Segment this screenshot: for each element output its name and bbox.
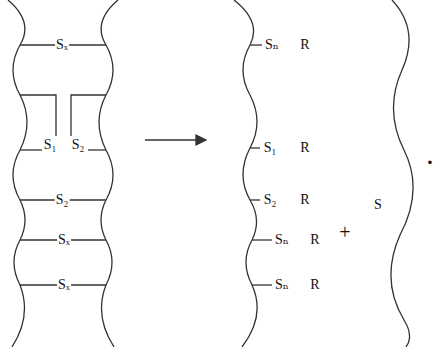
pendant-bond bbox=[250, 147, 260, 148]
chem-label: Sₓ bbox=[57, 233, 71, 247]
crosslink bbox=[88, 149, 106, 150]
crosslink bbox=[20, 149, 42, 150]
chem-label: S₂ bbox=[55, 193, 70, 207]
polymer-chain bbox=[234, 0, 257, 347]
pendant-bond bbox=[250, 44, 262, 45]
chem-label: S bbox=[373, 198, 383, 212]
chem-label: Sₙ bbox=[274, 278, 290, 292]
chem-label: Sₙ bbox=[274, 233, 290, 247]
polymer-chain bbox=[8, 0, 27, 347]
pendant-bond bbox=[252, 284, 272, 285]
chem-label: S₂ bbox=[263, 193, 278, 207]
chem-label: S₁ bbox=[43, 138, 58, 152]
crosslink bbox=[20, 95, 56, 136]
chem-label: R bbox=[309, 278, 320, 292]
chem-label: Sₓ bbox=[55, 38, 69, 52]
arrow-head bbox=[196, 135, 206, 145]
chem-label: R bbox=[299, 141, 310, 155]
crosslink bbox=[71, 95, 106, 136]
polymer-chain bbox=[391, 0, 413, 347]
chem-label: · bbox=[425, 151, 434, 173]
chem-label: S₂ bbox=[71, 138, 86, 152]
chem-label: Sₓ bbox=[57, 278, 71, 292]
chem-label: R bbox=[299, 193, 310, 207]
pendant-bond bbox=[252, 239, 272, 240]
reaction-arrow bbox=[145, 139, 203, 140]
chem-label: S₁ bbox=[263, 141, 278, 155]
polymer-chain bbox=[99, 0, 118, 347]
chem-label: R bbox=[299, 38, 310, 52]
pendant-bond bbox=[250, 199, 260, 200]
chem-label: R bbox=[309, 233, 320, 247]
chem-label: + bbox=[338, 222, 351, 242]
chem-label: Sₙ bbox=[264, 38, 280, 52]
